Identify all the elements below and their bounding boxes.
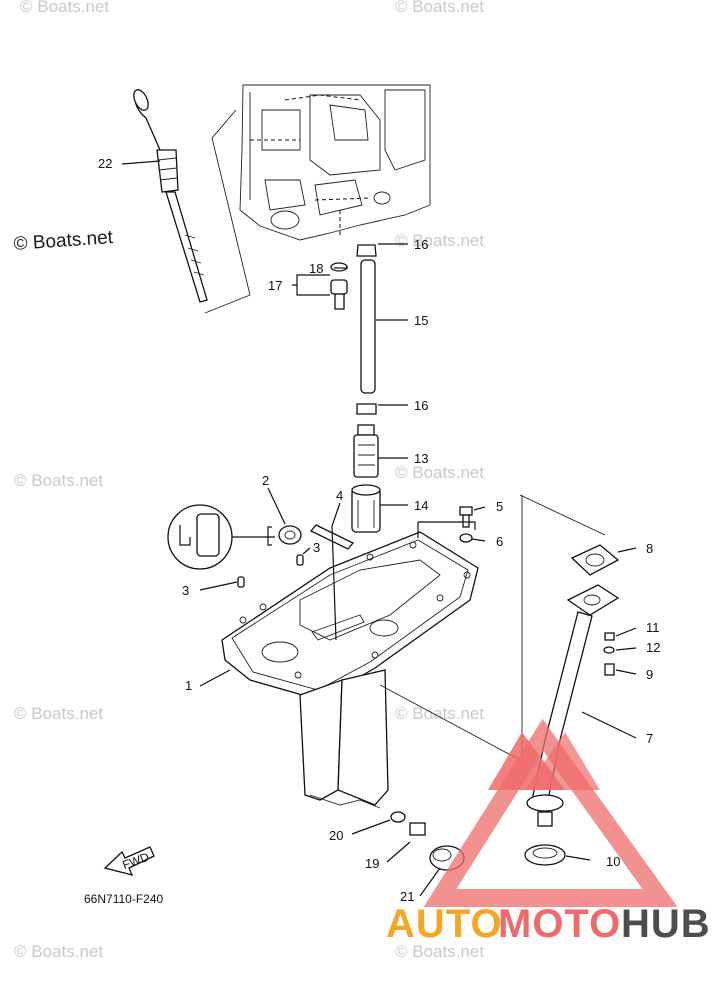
brand-part-1: AUTO [386,902,503,946]
watermark: © Boats.net [395,463,484,482]
drawing-code: 66N7110-F240 [84,892,163,906]
callout-15: 15 [414,313,428,328]
exhaust-gasket [570,544,620,576]
callout-20: 20 [329,828,343,843]
brand-part-3: HUB [621,902,711,946]
watermark: © Boats.net [20,0,109,16]
dowel-pin [296,554,304,566]
callout-2: 2 [262,473,269,488]
callout-5: 5 [496,499,503,514]
watermark: © Boats.net [395,704,484,723]
brand-logo: AUTO MOTO HUB [386,718,711,946]
assembly-line [379,494,606,761]
dowel-pin [237,576,245,588]
callout-22: 22 [98,156,112,171]
callout-4: 4 [336,488,343,503]
bolt [604,663,615,676]
callout-6: 6 [496,534,503,549]
oil-pipe-assembly [351,244,381,533]
callout-13: 13 [414,451,428,466]
callout-10: 10 [606,854,620,869]
engine-block-outline [204,84,431,314]
watermark: © Boats.net [395,942,484,961]
gasket-small [390,811,406,823]
callout-3b: 3 [313,540,320,555]
watermark: © Boats.net [395,231,484,250]
callout-1: 1 [185,678,192,693]
nut [604,632,615,641]
washer [603,646,615,654]
callout-18: 18 [309,261,323,276]
watermark: © Boats.net [395,0,484,16]
callout-17: 17 [268,278,282,293]
callout-3a: 3 [182,583,189,598]
callout-11: 11 [646,620,660,635]
callout-21: 21 [400,889,414,904]
callout-7: 7 [646,731,653,746]
bolt-washer [459,506,473,543]
watermark: © Boats.net [14,942,103,961]
callout-9: 9 [646,667,653,682]
oil-pan [221,531,479,809]
callout-14: 14 [414,498,428,513]
watermark-main: © Boats.net [13,227,114,255]
union-bolt-assembly [330,262,348,310]
watermark: © Boats.net [14,471,103,490]
seal-inset [167,504,302,570]
dipstick [133,89,208,303]
callout-16b: 16 [414,398,428,413]
drain-bolt [409,822,426,836]
fwd-label: FWD [120,850,151,873]
callout-8: 8 [646,541,653,556]
callout-19: 19 [365,856,379,871]
fwd-arrow-icon: FWD [103,846,155,876]
watermark: © Boats.net [14,704,103,723]
callout-12: 12 [646,640,660,655]
callout-16a: 16 [414,237,428,252]
callouts: 22 18 17 16 15 16 13 14 2 4 3 3 5 6 8 11… [98,156,660,904]
leader-lines [121,160,637,897]
brand-part-2: MOTO [498,902,621,946]
watermark-group: © Boats.net © Boats.net © Boats.net © Bo… [13,0,484,961]
